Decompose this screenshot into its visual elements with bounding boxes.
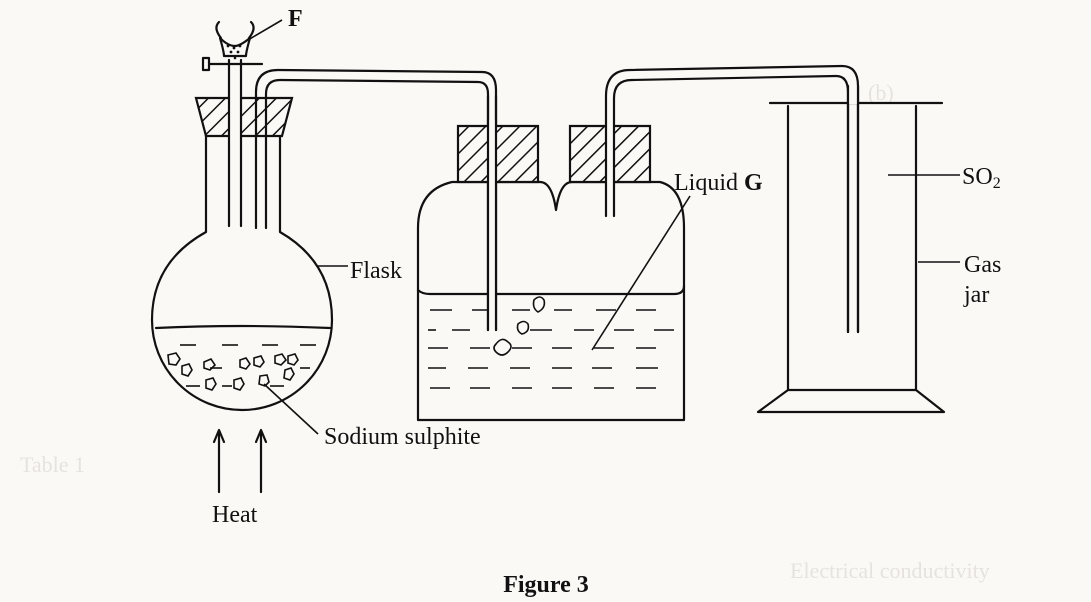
ghost-text-conductivity: Electrical conductivity [790, 558, 990, 583]
label-gas-jar-line2: jar [963, 282, 989, 308]
flask-stopper [194, 96, 294, 138]
bottle-liquid-surface [416, 284, 686, 296]
label-heat: Heat [212, 502, 258, 528]
delivery-tube-2 [604, 64, 860, 334]
leader-sodium-sulphite [263, 383, 319, 435]
delivery-tube-1 [254, 68, 498, 332]
label-sodium-sulphite: Sodium sulphite [324, 424, 481, 450]
heat-arrows [212, 428, 268, 494]
arrow-up-icon [212, 428, 226, 494]
label-flask: Flask [350, 258, 402, 284]
bleed-through-text: (b) Table 1 Electrical conductivity [20, 80, 990, 583]
thistle-funnel [215, 20, 255, 228]
tube-1-through-stopper [488, 120, 496, 330]
sodium-sulphite-crystals [167, 352, 299, 391]
bottle-liquid-dashes [428, 309, 674, 389]
bottle-stopper-left [456, 124, 540, 184]
label-liquid: Liquid G [674, 170, 763, 196]
flask-liquid-surface [154, 324, 332, 330]
figure-caption: Figure 3 [503, 572, 589, 598]
label-so2: SO2 [962, 164, 1001, 192]
gas-jar [756, 101, 946, 414]
round-bottom-flask [150, 106, 334, 412]
arrow-up-icon [254, 428, 268, 494]
wash-bottle [416, 180, 686, 422]
funnel-tap [201, 56, 264, 72]
leader-f [247, 19, 283, 41]
ghost-text-table: Table 1 [20, 452, 85, 477]
flask-liquid-dashes [180, 344, 316, 387]
gas-bubble [516, 320, 530, 335]
gas-bubble [532, 296, 546, 313]
label-gas-jar-line1: Gas [964, 252, 1001, 278]
ghost-text-b: (b) [868, 80, 894, 105]
gas-bubble [493, 338, 512, 356]
leader-liquid-g [591, 195, 691, 351]
label-f: F [288, 6, 303, 32]
